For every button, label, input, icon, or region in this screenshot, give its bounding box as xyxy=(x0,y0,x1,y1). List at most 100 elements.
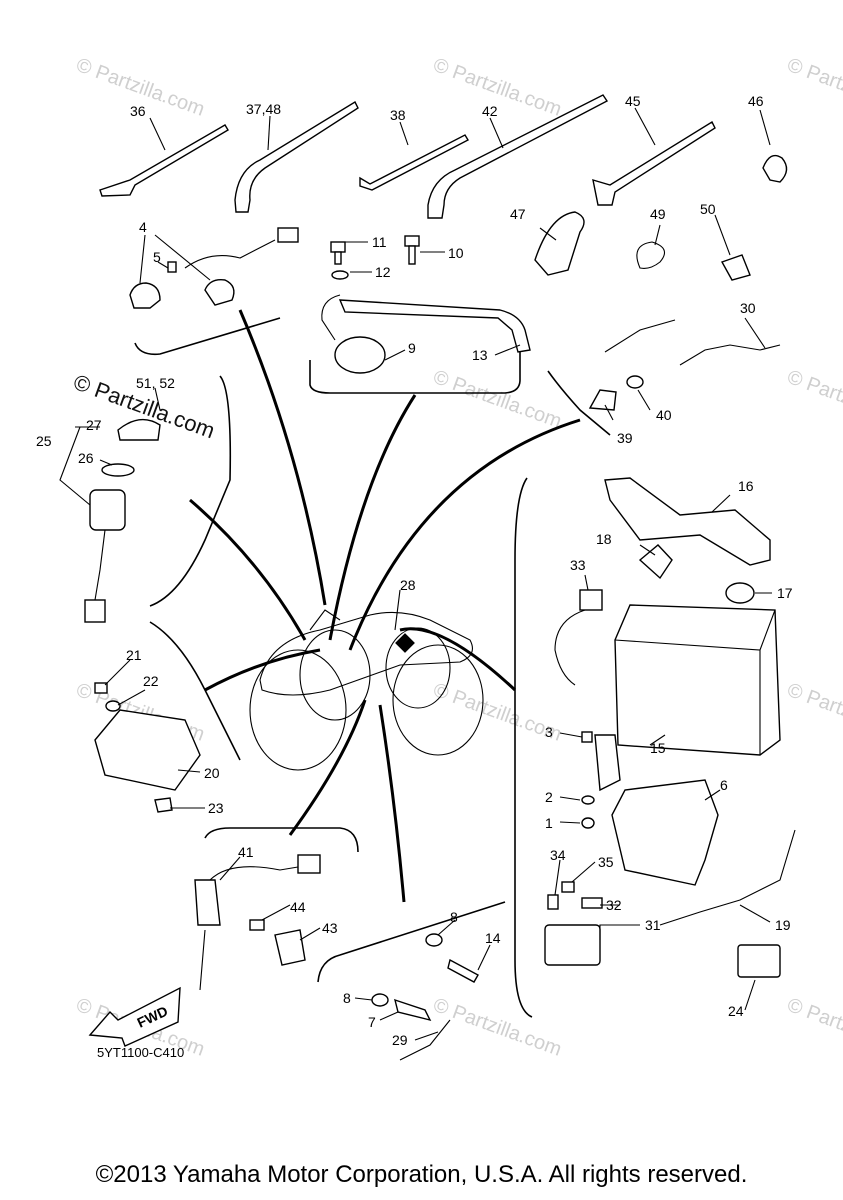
leader-line xyxy=(348,418,581,651)
callout-16: 16 xyxy=(738,478,754,494)
bolt-10-head xyxy=(404,235,420,247)
callout-11: 11 xyxy=(372,234,387,250)
boot-4 xyxy=(129,282,161,309)
callout-47: 47 xyxy=(510,206,526,222)
callout-32: 32 xyxy=(606,897,622,913)
callout-50: 50 xyxy=(700,201,716,217)
callout-19: 19 xyxy=(775,917,791,933)
bracket-18 xyxy=(638,544,673,580)
callout-18: 18 xyxy=(596,531,612,547)
leader-line xyxy=(238,309,327,606)
atv-wheel xyxy=(299,629,371,721)
leader-line xyxy=(204,648,321,692)
plug-cable-13 xyxy=(338,299,531,353)
battery-15 xyxy=(614,604,781,756)
callout-28: 28 xyxy=(400,577,416,593)
callout-20: 20 xyxy=(204,765,220,781)
callout-49: 49 xyxy=(650,206,666,222)
battery-band-16 xyxy=(604,477,771,566)
cable-tie-37 xyxy=(234,101,359,213)
bracket-top-left xyxy=(134,317,281,356)
callout-42: 42 xyxy=(482,103,498,119)
callout-labels: 36 37,48 38 42 45 46 4 5 11 12 10 9 13 4… xyxy=(36,93,793,1048)
holder-47 xyxy=(534,211,585,276)
switch-41 xyxy=(194,879,221,926)
atv-location-marker xyxy=(395,633,415,653)
callout-3: 3 xyxy=(545,724,553,740)
terminal-5 xyxy=(167,261,177,273)
nut-26 xyxy=(101,463,135,477)
watermark: © Partzilla.com xyxy=(784,994,843,1061)
callout-40: 40 xyxy=(656,407,672,423)
callout-21: 21 xyxy=(126,647,142,663)
switch-cover-27 xyxy=(117,418,161,441)
spark-plug-7 xyxy=(394,998,432,1022)
connector xyxy=(277,227,299,243)
bracket-right xyxy=(514,477,533,1018)
cable-tie-38 xyxy=(359,134,469,191)
callout-41: 41 xyxy=(238,844,254,860)
spark-plug-14 xyxy=(447,958,479,983)
bracket-left-lower xyxy=(149,621,241,761)
bracket-top-center xyxy=(309,345,521,394)
bolt-35 xyxy=(561,881,575,893)
callout-39: 39 xyxy=(617,430,633,446)
lead-29 xyxy=(399,1019,451,1061)
spring-41 xyxy=(199,929,206,991)
callout-35: 35 xyxy=(598,854,614,870)
atv-body xyxy=(259,611,473,696)
bolt-44 xyxy=(249,919,265,931)
callout-7: 7 xyxy=(368,1014,376,1030)
callout-43: 43 xyxy=(322,920,338,936)
callout-13: 13 xyxy=(472,347,488,363)
stay-2 xyxy=(594,734,621,792)
callout-36: 36 xyxy=(130,103,146,119)
clip-49 xyxy=(636,241,666,269)
cable-tie-45 xyxy=(592,121,716,206)
battery-edge xyxy=(614,609,776,755)
switch-connector xyxy=(84,599,106,623)
callout-22: 22 xyxy=(143,673,159,689)
callout-33: 33 xyxy=(570,557,586,573)
callout-25: 25 xyxy=(36,433,52,449)
atv-wheel xyxy=(249,649,347,771)
callout-30: 30 xyxy=(740,300,756,316)
cap-17 xyxy=(725,582,755,604)
group-brackets xyxy=(134,317,611,1018)
bracket-top-right xyxy=(547,370,611,436)
bracket-left xyxy=(149,375,232,607)
relay-24 xyxy=(737,944,781,978)
callout-27: 27 xyxy=(86,417,102,433)
callout-38: 38 xyxy=(390,107,406,123)
callout-23: 23 xyxy=(208,800,224,816)
callout-leaders xyxy=(59,107,772,1041)
washer-2 xyxy=(581,795,595,805)
callout-26: 26 xyxy=(78,450,94,466)
connector-33 xyxy=(579,589,603,611)
gasket-8 xyxy=(371,993,389,1007)
nut-1 xyxy=(581,817,595,829)
callout-1: 1 xyxy=(545,815,553,831)
callout-8b: 8 xyxy=(343,990,351,1006)
watermark: © Partzilla.com xyxy=(784,679,843,746)
callout-5: 5 xyxy=(153,249,161,265)
callout-37-48: 37,48 xyxy=(246,101,281,117)
watermark: © Partzilla.com xyxy=(430,366,564,433)
watermark: © Partzilla.com xyxy=(784,54,843,121)
cable-tie-36 xyxy=(99,124,229,197)
callout-34: 34 xyxy=(550,847,566,863)
lead-wire xyxy=(604,319,676,353)
leader-line xyxy=(399,627,517,692)
sensor-39 xyxy=(588,389,617,411)
connector-41 xyxy=(297,854,321,874)
parts-drawings: FWD xyxy=(84,94,796,1061)
lead-33 xyxy=(554,609,586,686)
watermark: © Partzilla.com xyxy=(430,994,564,1061)
gasket-8b xyxy=(425,933,443,947)
harness-wire xyxy=(184,239,276,269)
bolt-3 xyxy=(581,731,593,743)
callout-6: 6 xyxy=(720,777,728,793)
coil-wire xyxy=(321,294,341,341)
callout-44: 44 xyxy=(290,899,306,915)
ecu-6 xyxy=(611,779,719,886)
